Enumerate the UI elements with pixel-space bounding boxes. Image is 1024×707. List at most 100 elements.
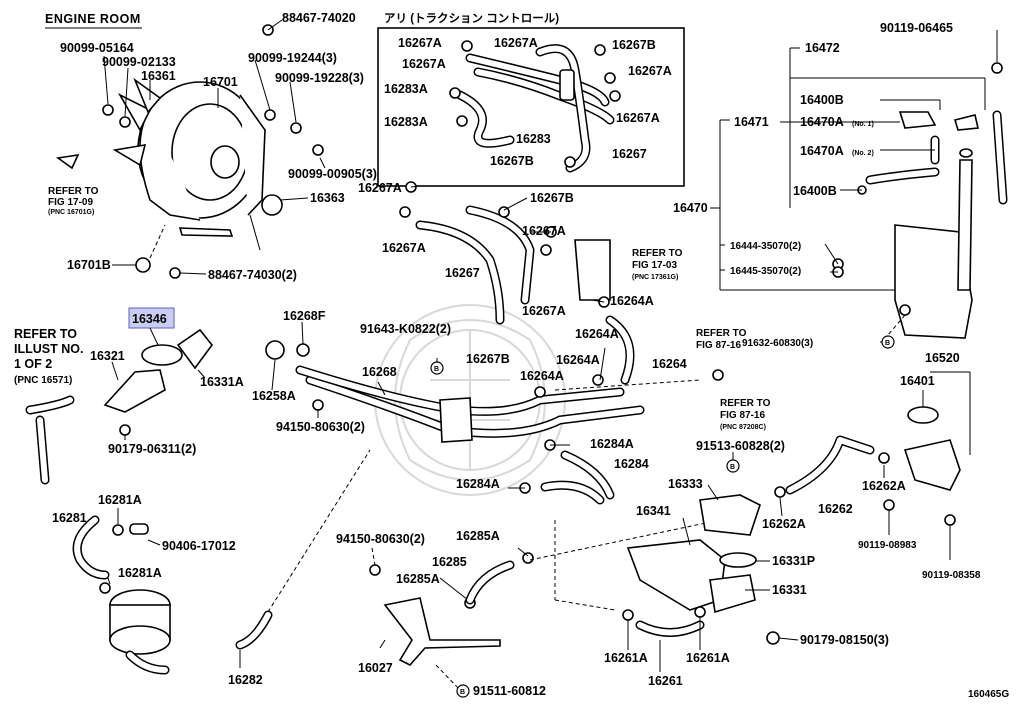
center-leaders [271,185,721,691]
drawing-id: 160465G [968,689,1009,700]
center-pipes [265,181,645,609]
b-mark-letter: B [434,366,439,373]
label-16267A: 16267A [494,36,538,50]
label-16285A: 16285A [396,572,440,586]
label-16262A: 16262A [762,517,806,531]
engine-room-title: ENGINE ROOM [45,12,141,26]
fan-labels: 88467-74020 90099-05164 90099-02133 1636… [48,11,377,282]
label-16261A: 16261A [604,651,648,665]
label-16281A: 16281A [118,566,162,580]
refer-note-fig8716a: REFER TO [696,328,747,339]
label-88467-74030: 88467-74030(2) [208,268,297,282]
label-16267A: 16267A [382,241,426,255]
label-16282: 16282 [228,673,263,687]
refer-note-fig8716b: FIG 87-16 [720,410,765,421]
label-88467-74020: 88467-74020 [282,11,356,25]
label-16267A: 16267A [522,224,566,238]
reservoir-labels: 90119-06465 16472 16400B 16471 16470A (N… [673,21,981,581]
label-no2: (No. 2) [852,150,874,157]
label-16267A: 16267A [398,36,442,50]
label-16341: 16341 [636,504,671,518]
label-16267: 16267 [612,147,647,161]
label-90099-00905: 90099-00905(3) [288,167,377,181]
label-90119-06465: 90119-06465 [880,21,953,35]
label-16444-35070: 16444-35070(2) [730,241,801,252]
label-90099-05164: 90099-05164 [60,41,134,55]
fan-shroud [55,24,324,279]
label-16331P: 16331P [772,554,815,568]
thermostat-leaders [111,327,206,440]
b-mark [430,361,444,375]
reservoir-parts [832,62,1008,526]
b-mark-letter: B [885,340,890,347]
label-16262A: 16262A [862,479,906,493]
label-90179-08150: 90179-08150(3) [800,633,889,647]
label-94150-80630: 94150-80630(2) [336,532,425,546]
canister-parts [72,515,171,675]
label-91643-K0822: 91643-K0822(2) [360,322,451,336]
outlet-parts [622,369,890,645]
label-16258A: 16258A [252,389,296,403]
b-mark [726,459,740,473]
label-16333: 16333 [668,477,703,491]
label-16470A: 16470A [800,144,844,158]
label-16281A: 16281A [98,493,142,507]
label-90119-08358: 90119-08358 [922,570,981,581]
center-labels: 16268F 16258A 16268 94150-80630(2) 91643… [252,181,687,698]
refer-note-illust: (PNC 16571) [14,375,72,386]
outlet-labels: 16341 16333 16331P 16331 16261A 16261A 1… [604,328,906,688]
label-16283A: 16283A [384,82,428,96]
traction-control-box [377,27,685,187]
refer-note-fig8716a: FIG 87-16 [696,340,741,351]
label-16400B: 16400B [793,184,837,198]
label-16331: 16331 [772,583,807,597]
label-16268: 16268 [362,365,397,379]
canister-leaders [107,508,161,585]
label-91511-60812: 91511-60812 [473,684,546,698]
label-91513-60828: 91513-60828(2) [696,439,785,453]
outlet-leaders [627,452,885,672]
b-mark [456,684,470,698]
thermostat-labels: 16321 16331A 90179-06311(2) REFER TO ILL… [14,327,244,456]
label-16445-35070: 16445-35070(2) [730,266,801,277]
label-16470: 16470 [673,201,708,215]
label-16363: 16363 [310,191,345,205]
label-16284A: 16284A [590,437,634,451]
label-16321: 16321 [90,349,125,363]
refer-note-fan: (PNC 16701G) [48,209,94,216]
label-16346: 16346 [132,312,167,326]
label-16401: 16401 [900,374,935,388]
bracket-16027 [383,560,515,666]
refer-note-fig1703: (PNC 17361G) [632,274,678,281]
label-16331A: 16331A [200,375,244,389]
label-16264A: 16264A [556,353,600,367]
label-16285: 16285 [432,555,467,569]
label-90099-19228: 90099-19228(3) [275,71,364,85]
label-16267A: 16267A [628,64,672,78]
label-16267A: 16267A [358,181,402,195]
label-16284A: 16284A [456,477,500,491]
label-no1: (No. 1) [852,121,874,128]
hose-16282 [235,449,371,668]
label-16284: 16284 [614,457,649,471]
label-16267B: 16267B [612,38,656,52]
label-90179-06311: 90179-06311(2) [108,442,196,456]
refer-note-fig1703: FIG 17-03 [632,260,677,271]
label-91632-60830: 91632-60830(3) [742,338,813,349]
b-mark-letter: B [460,689,465,696]
label-16027: 16027 [358,661,393,675]
canister-labels: 16281 16281A 90406-17012 16281A [52,493,236,580]
box-labels: 16267A 16267A 16267B 16267A 16267A 16283… [384,36,672,168]
label-16264A: 16264A [610,294,654,308]
b-mark [881,335,895,349]
traction-control-title: アリ (トラクション コントロール) [384,12,559,25]
fan-leaders [103,19,326,275]
label-16262: 16262 [818,502,853,516]
label-16361: 16361 [141,69,176,83]
label-94150-80630: 94150-80630(2) [276,420,365,434]
refer-note-illust: 1 OF 2 [14,357,52,371]
label-16470A: 16470A [800,115,844,129]
refer-note-fan: FIG 17-09 [48,197,93,208]
label-16283A: 16283A [384,115,428,129]
